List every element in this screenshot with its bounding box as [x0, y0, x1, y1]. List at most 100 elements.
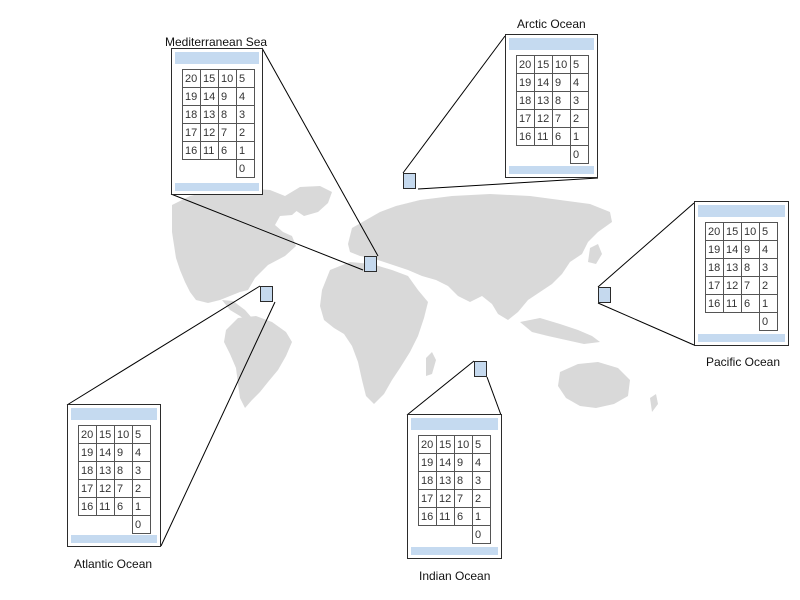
grid-cell: 19 [418, 453, 437, 472]
grid-cell: 19 [705, 240, 724, 259]
grid-cell: 8 [741, 258, 760, 277]
grid-cell: 9 [741, 240, 760, 259]
grid-cell: 17 [705, 276, 724, 295]
grid-cell: 8 [218, 105, 237, 124]
grid-cell [115, 516, 133, 534]
grid-cell: 20 [182, 69, 201, 88]
grid-cell: 4 [132, 443, 151, 462]
grid-cell: 7 [114, 479, 133, 498]
grid-cell: 13 [436, 471, 455, 490]
label-arctic: Arctic Ocean [517, 17, 586, 31]
grid-cell [97, 516, 115, 534]
grid-cell: 10 [454, 435, 473, 454]
africa-landmass [320, 262, 428, 404]
grid-cell: 2 [570, 109, 589, 128]
grid-cell: 19 [182, 87, 201, 106]
grid-cell: 14 [96, 443, 115, 462]
australia-landmass [558, 362, 630, 408]
grid-cell: 16 [78, 497, 97, 516]
grid-cell: 10 [218, 69, 237, 88]
grid-cell: 17 [78, 479, 97, 498]
grid-cell: 18 [78, 461, 97, 480]
marker-pacific [598, 287, 611, 303]
grid-cell: 18 [418, 471, 437, 490]
panel-footer-band [698, 334, 785, 342]
label-mediterranean: Mediterranean Sea [165, 35, 268, 49]
grid-cell: 4 [570, 73, 589, 92]
grid-cell: 2 [236, 123, 255, 142]
grid-row: 0 [419, 525, 491, 544]
panel-footer-band [175, 183, 259, 191]
grid-cell: 2 [759, 276, 778, 295]
grid-cell: 3 [570, 91, 589, 110]
grid-cell: 15 [436, 435, 455, 454]
grid-cell: 0 [759, 312, 778, 331]
grid-cell: 14 [436, 453, 455, 472]
marker-mediterranean [364, 256, 377, 272]
connector-atlantic [66, 285, 276, 547]
grid-cell: 1 [132, 497, 151, 516]
grid-cell: 11 [436, 507, 455, 526]
grid-cell: 10 [552, 55, 571, 74]
grid-cell: 7 [218, 123, 237, 142]
grid-cell: 3 [759, 258, 778, 277]
grid-cell: 10 [741, 222, 760, 241]
grid-cell [706, 313, 724, 331]
label-indian: Indian Ocean [419, 569, 491, 583]
grid-cell: 12 [534, 109, 553, 128]
grid-row: 0 [79, 515, 151, 534]
grid-cell: 17 [418, 489, 437, 508]
grid-cell [419, 526, 437, 544]
grid-cell: 18 [516, 91, 535, 110]
grid-cell: 2 [132, 479, 151, 498]
grid-cell: 5 [236, 69, 255, 88]
grid-cell: 15 [200, 69, 219, 88]
grid-cell [79, 516, 97, 534]
grid-cell [517, 146, 535, 164]
grid-cell [742, 313, 760, 331]
panel-header-band [698, 205, 785, 217]
grid-cell: 14 [723, 240, 742, 259]
label-pacific: Pacific Ocean [706, 355, 781, 369]
label-atlantic: Atlantic Ocean [74, 557, 153, 571]
grid-cell: 9 [114, 443, 133, 462]
grid-cell: 1 [759, 294, 778, 313]
new-zealand-landmass [650, 394, 658, 412]
marker-atlantic [260, 286, 273, 302]
grid-cell: 7 [552, 109, 571, 128]
eurasia-landmass [348, 194, 612, 320]
indonesia-landmass [520, 318, 600, 344]
panel-footer-band [411, 547, 498, 555]
grid-cell: 13 [96, 461, 115, 480]
japan-landmass [588, 244, 602, 264]
grid-cell: 14 [200, 87, 219, 106]
marker-indian [474, 361, 487, 377]
grid-cell: 12 [436, 489, 455, 508]
grid-cell: 20 [705, 222, 724, 241]
grid-cell [183, 160, 201, 178]
connector-pacific [597, 202, 695, 346]
grid-cell: 12 [723, 276, 742, 295]
grid-cell: 11 [534, 127, 553, 146]
central-america-landmass [222, 300, 252, 322]
grid-cell: 19 [78, 443, 97, 462]
grid-cell [724, 313, 742, 331]
grid-cell: 1 [236, 141, 255, 160]
grid-cell: 15 [723, 222, 742, 241]
grid-cell: 17 [182, 123, 201, 142]
grid-cell: 14 [534, 73, 553, 92]
